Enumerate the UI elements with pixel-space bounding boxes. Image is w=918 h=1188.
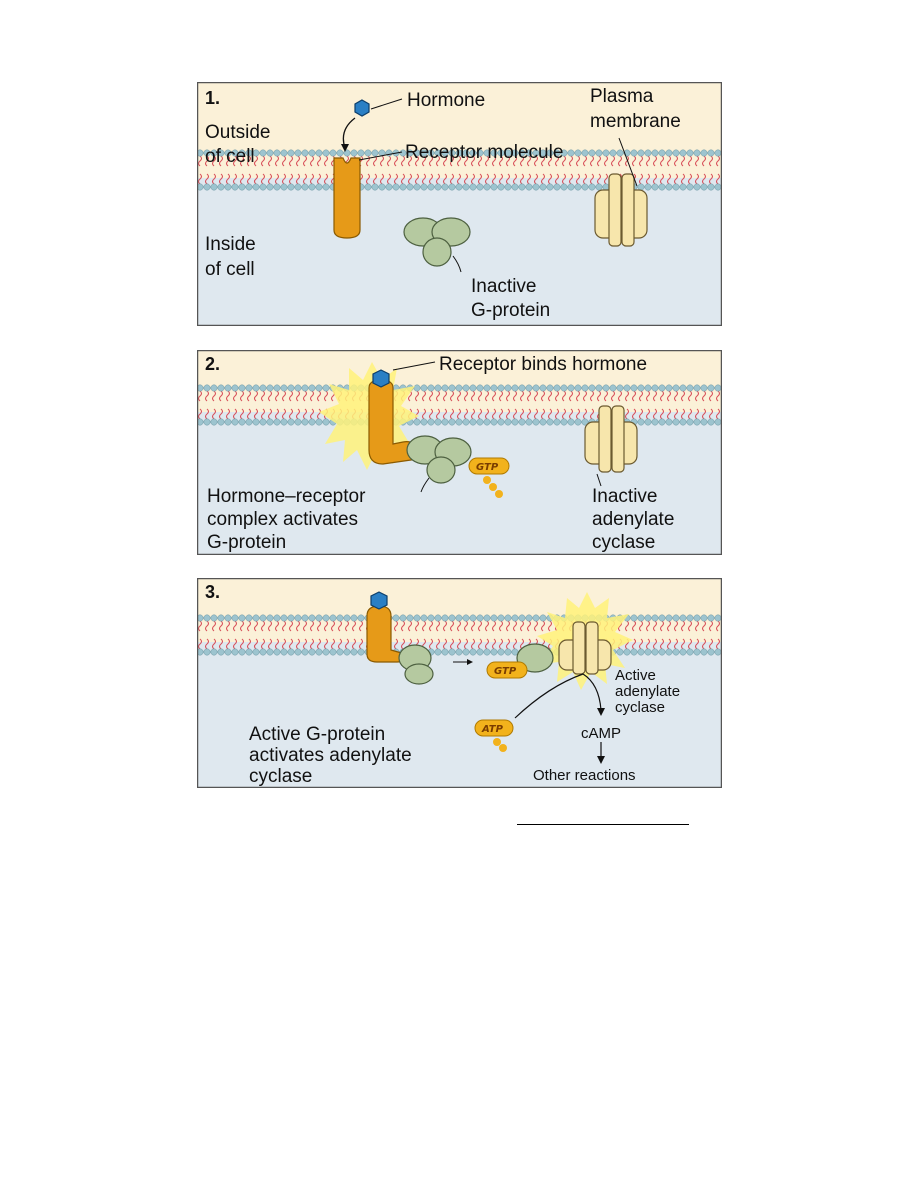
receptor-binds-leader [392,361,436,371]
hormone-leader [370,98,403,110]
complex-leader [420,477,430,493]
outside-cell-label-line-1: Outside [205,122,270,143]
active-g-protein-label-line-1: Active G-protein [249,724,385,745]
other-reactions-label: Other reactions [533,767,636,784]
outside-cell-region [197,82,722,178]
adenylate-cyclase-inactive [584,405,638,473]
hormone-icon [370,591,388,610]
hormone-icon [372,369,390,388]
g-protein [406,435,472,484]
other-reactions-arrowhead [597,756,605,764]
active-g-protein-label-line-3: cyclase [249,766,312,787]
outside-cell-label-line-2: of cell [205,146,255,167]
receptor-molecule [333,157,361,239]
panel-2-illustration: GTP 2. Receptor binds hormone Hormone–re… [197,350,722,555]
gtp-label: GTP [494,666,517,677]
gtp-label: GTP [476,462,499,473]
inside-cell-region [197,642,722,788]
hormone-icon [354,99,370,117]
g-protein-arrowhead [467,659,473,665]
inactive-adenylate-label-line-1: Inactive [592,486,657,507]
panel-3-illustration: GTP ATP 3. Active adenylate cyclase cAMP… [197,578,722,788]
gtp-molecule [486,661,528,679]
adenylate-cyclase-inactive [594,173,648,247]
inactive-g-protein-label-line-2: G-protein [471,300,550,321]
panel-step-2: GTP 2. Receptor binds hormone Hormone–re… [197,350,722,555]
atp-label: ATP [481,724,504,735]
plasma-membrane-label-line-1: Plasma [590,86,654,107]
g-protein-leader [452,255,462,273]
inside-cell-label-line-2: of cell [205,259,255,280]
gtp-molecule [468,457,510,498]
camp-arrowhead [597,708,605,716]
g-protein-beta-gamma [398,644,434,685]
panel-1-illustration: 1. Hormone Plasma membrane Outside of ce… [197,82,722,326]
g-protein-inactive [403,217,471,267]
active-adenylate-label-line-2: adenylate [615,683,680,700]
inactive-adenylate-label-line-2: adenylate [592,509,674,530]
active-adenylate-label-line-3: cyclase [615,699,665,716]
plasma-membrane-label-line-2: membrane [590,111,681,132]
inside-cell-label-line-1: Inside [205,234,256,255]
underline-rule [517,824,689,825]
atp-molecule [474,719,514,752]
outside-cell-region [197,578,722,642]
active-g-protein-label-line-2: activates adenylate [249,745,412,766]
atp-conversion-curve [514,673,602,719]
step-number: 2. [205,354,220,374]
inactive-adenylate-label-line-3: cyclase [592,532,655,553]
step-number: 1. [205,88,220,108]
active-adenylate-label-line-1: Active [615,667,656,684]
complex-activates-label-line-2: complex activates [207,509,358,530]
step-number: 3. [205,582,220,602]
outside-cell-region [197,350,722,412]
adenylate-cyclase-active [558,621,612,675]
complex-activates-label-line-3: G-protein [207,532,286,553]
hormone-label: Hormone [407,90,485,111]
plasma-membrane-leader [618,137,638,187]
complex-activates-label-line-1: Hormone–receptor [207,486,366,507]
plasma-membrane-bilayer [197,149,722,191]
inactive-g-protein-label-line-1: Inactive [471,276,536,297]
panel-border [197,350,722,555]
receptor-molecule-label: Receptor molecule [405,142,563,163]
receptor-leader [358,151,403,161]
panel-step-3: GTP ATP 3. Active adenylate cyclase cAMP… [197,578,722,788]
g-protein-alpha-active [516,643,554,673]
camp-label: cAMP [581,725,621,742]
adenylate-leader [596,473,602,487]
receptor-binds-hormone-label: Receptor binds hormone [439,354,647,375]
panel-border [197,82,722,326]
panel-border [197,578,722,788]
hormone-arrowhead [341,144,349,152]
panel-step-1: 1. Hormone Plasma membrane Outside of ce… [197,82,722,326]
